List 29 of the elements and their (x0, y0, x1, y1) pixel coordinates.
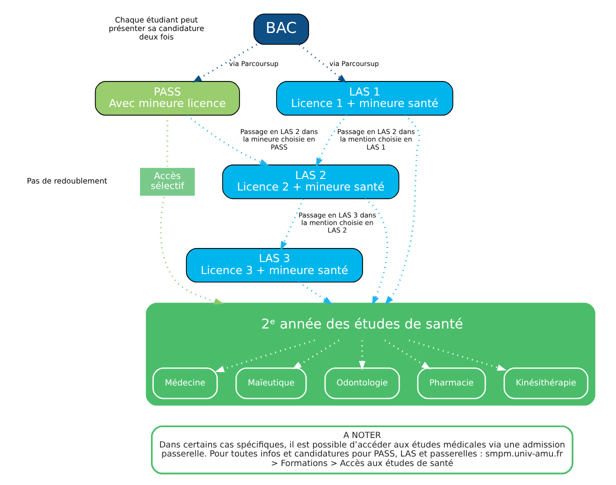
connector (166, 115, 168, 166)
arrow (186, 114, 270, 166)
node-box: A NOTER Dans certains cas spécifiques, il est possible d’accéder aux études médicales via une admission passerelle. Pour toutes infos et candidatures pour PASS, LAS et passerelles : smpm.univ-amu.fr > Formations > Accès aux études de santé (150, 425, 574, 474)
node-box: LAS 1 Licence 1 + mineure santé (276, 81, 454, 116)
arrow (298, 281, 333, 305)
arrow (408, 340, 507, 371)
arrow (316, 114, 348, 168)
label: Pas de redoublement (26, 176, 108, 186)
arrow (384, 340, 431, 370)
arrow (192, 44, 258, 83)
node-box: Pharmacie (417, 368, 486, 400)
arrow (358, 340, 366, 370)
arrow (280, 198, 304, 251)
label: Chaque étudiant peut présenter sa candidature deux fois (108, 16, 204, 42)
node-box: Maïeutique (235, 368, 307, 400)
arrow (384, 114, 420, 306)
node-box: BAC (253, 14, 310, 45)
node-box: Kinésithérapie (504, 368, 588, 400)
node-box: Médecine (152, 368, 218, 400)
arrow (160, 197, 224, 304)
node-box: PASS Avec mineure licence (94, 81, 240, 116)
arrow (292, 340, 340, 370)
arrow (298, 44, 347, 84)
node-box: LAS 3 Licence 3 + mineure santé (186, 248, 364, 283)
node-box: Odontologie (324, 368, 400, 400)
node-box: LAS 2 Licence 2 + mineure santé (222, 164, 400, 200)
node-box: Accès sélectif (137, 165, 198, 198)
arrow (214, 340, 315, 372)
arrow (364, 198, 388, 306)
